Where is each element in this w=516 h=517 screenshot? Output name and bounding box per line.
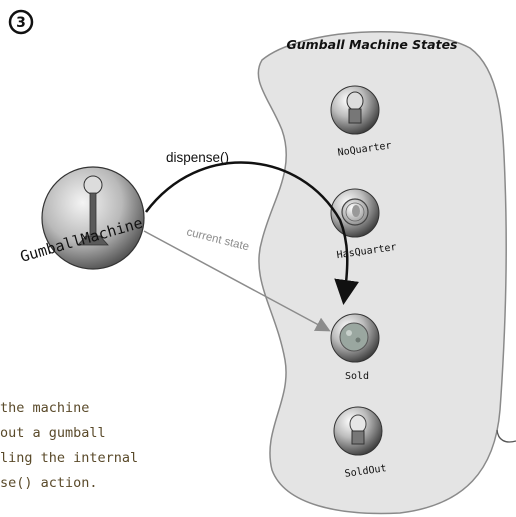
side-note: the machine out a gumball ling the inter… [0, 400, 138, 491]
step-number-badge: 3 [8, 9, 34, 35]
quarter-coin-icon [341, 198, 369, 226]
gumball-machine-icon [77, 175, 109, 246]
gumball-machine-mini-icon [346, 91, 364, 124]
states-title: Gumball Machine States [287, 37, 458, 52]
current-state-label: current state [185, 226, 250, 253]
edge-curl [496, 429, 516, 443]
note-line: out a gumball [0, 425, 106, 441]
state-sold: Sold [330, 313, 380, 382]
gumball-icon [339, 322, 369, 352]
note-line: se() action. [0, 475, 98, 491]
current-state-arrow [143, 230, 331, 332]
dispense-label: dispense() [166, 150, 229, 165]
step-number: 3 [16, 15, 26, 31]
gumball-machine: GumballMachine [18, 166, 145, 270]
state-label-sold: Sold [345, 371, 369, 382]
empty-machine-icon [349, 414, 367, 445]
states-container [257, 30, 507, 515]
dispense-arrow [145, 161, 360, 305]
note-line: ling the internal [0, 450, 138, 466]
note-line: the machine [0, 400, 89, 416]
